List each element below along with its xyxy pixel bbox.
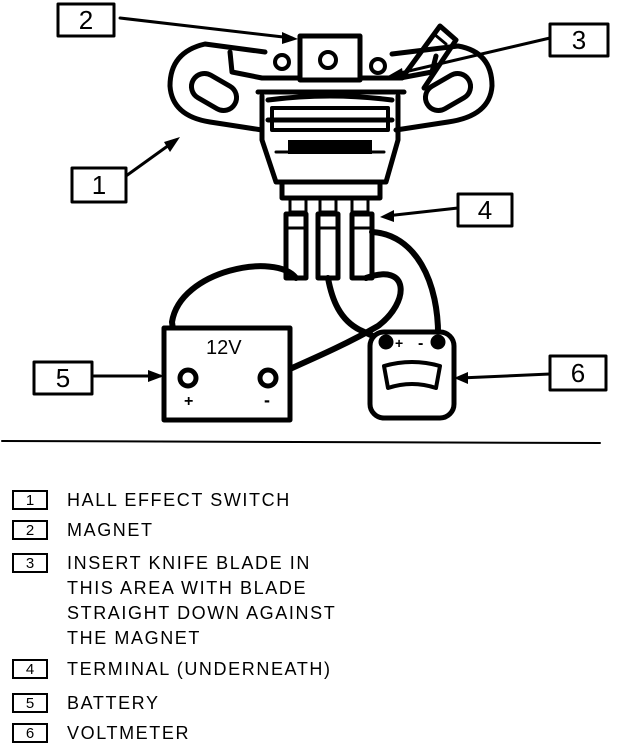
- callout-box-1: [70, 166, 128, 204]
- legend-label: TERMINAL (UNDERNEATH): [67, 659, 332, 679]
- legend-label: BATTERY: [67, 693, 160, 713]
- callout-label-3: 3: [572, 25, 586, 55]
- battery-voltage-label: 12V: [206, 337, 242, 359]
- wire-voltmeter-positive: [325, 275, 389, 345]
- callout-label-5: 5: [56, 363, 70, 393]
- right-mount-slot: [422, 71, 474, 113]
- legend-number-box: 3: [12, 553, 48, 573]
- wire-battery-negative: [267, 271, 404, 381]
- legend-number-box: 6: [12, 723, 48, 743]
- legend-label: VOLTMETER: [67, 723, 191, 743]
- hall-effect-switch: [167, 41, 495, 281]
- left-mount-slot: [188, 71, 240, 113]
- battery-negative-terminal: [257, 367, 279, 389]
- callout-box-4: [456, 192, 514, 228]
- hall-effect-test-diagram: 1 2 3 4 5 6 12V + - + -: [1, 2, 610, 444]
- battery: [161, 325, 293, 423]
- callout-box-5: [32, 360, 94, 396]
- legend-label: MAGNET: [67, 520, 154, 540]
- voltmeter: [367, 329, 457, 421]
- voltmeter-negative-terminal: [430, 334, 446, 350]
- wires: [169, 229, 442, 385]
- legend-label: THIS AREA WITH BLADE: [67, 578, 308, 598]
- callout-box-2: [56, 2, 116, 38]
- battery-negative-sign: -: [264, 390, 270, 410]
- legend-number-box: 1: [12, 490, 48, 510]
- separator-line: [1, 440, 601, 444]
- wire-battery-positive: [169, 263, 299, 385]
- legend-label: INSERT KNIFE BLADE IN: [67, 553, 311, 573]
- legend-label: THE MAGNET: [67, 628, 202, 648]
- magnet: [297, 33, 363, 83]
- voltmeter-positive-sign: +: [395, 335, 403, 351]
- terminal-right: [349, 211, 375, 281]
- terminal-center: [315, 211, 341, 281]
- voltmeter-negative-sign: -: [418, 335, 423, 352]
- legend-number-box: 4: [12, 659, 48, 679]
- legend-label: HALL EFFECT SWITCH: [67, 490, 291, 510]
- callout-label-1: 1: [92, 170, 106, 200]
- legend-number-box: 2: [12, 520, 48, 540]
- voltmeter-positive-terminal: [378, 334, 394, 350]
- callout-box-6: [548, 354, 608, 392]
- screw-left: [273, 53, 291, 71]
- callout-arrowheads: [148, 32, 468, 384]
- legend-label: STRAIGHT DOWN AGAINST: [67, 603, 337, 623]
- callout-label-2: 2: [79, 5, 93, 35]
- battery-positive-sign: +: [184, 393, 193, 410]
- legend-number-box: 5: [12, 693, 48, 713]
- callout-label-4: 4: [478, 195, 492, 225]
- callout-box-3: [548, 22, 610, 58]
- callout-leaders: [92, 16, 552, 380]
- callout-label-6: 6: [571, 358, 585, 388]
- screw-right: [369, 57, 387, 75]
- terminal-left: [283, 211, 309, 281]
- wire-voltmeter-negative: [369, 229, 442, 345]
- battery-positive-terminal: [177, 367, 199, 389]
